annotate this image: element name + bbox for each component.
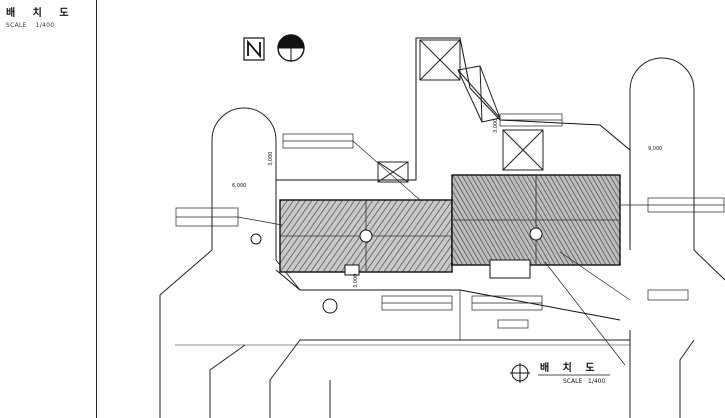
road-bottom (175, 339, 630, 418)
scale-value: 1/400 (35, 22, 55, 29)
sheet-scale: SCALE 1/400 (6, 22, 76, 29)
dimension-right-offset: 3,000 (493, 119, 499, 133)
title-block: 배 치 도 SCALE 1/400 (6, 4, 76, 29)
scale-label: SCALE (6, 22, 27, 29)
drawing-scale-value: 1/400 (588, 378, 605, 385)
road-left (159, 107, 301, 418)
dimension-upper-right: 9,000 (648, 146, 662, 152)
building-right (451, 174, 621, 279)
building-left (279, 199, 453, 276)
road-right (629, 57, 725, 418)
annotation-leaders (175, 113, 725, 366)
frame-border-line (96, 0, 97, 418)
tree-markers (250, 233, 530, 383)
site-boundary (275, 37, 631, 321)
dimension-left-offset: 6,000 (232, 183, 246, 189)
north-arrow-icon (243, 34, 305, 62)
sheet-title: 배 치 도 (6, 8, 76, 19)
entrance-structure (377, 39, 544, 183)
drawing-title: 배 치 도 (540, 361, 600, 374)
dimension-mid-vertical: 3,000 (353, 274, 359, 288)
dimension-left-vertical: 3,000 (268, 152, 274, 166)
drawing-scale-label: SCALE (563, 378, 582, 385)
